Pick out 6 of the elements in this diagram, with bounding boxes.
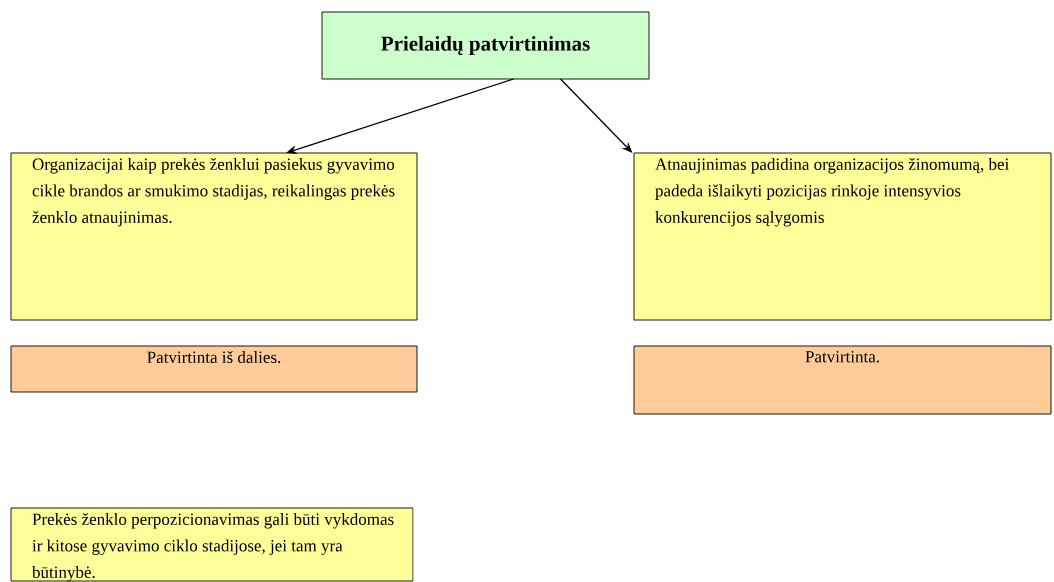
title-box: Prielaidų patvirtinimas xyxy=(321,11,650,80)
text-box: Organizacijai kaip prekės ženklui pasiekus gyvavimo cikle brandos ar smukimo stadijas, reikalingas prekės ženklo atnaujinimas. xyxy=(10,152,418,321)
result-box: Patvirtinta iš dalies. xyxy=(10,345,418,393)
text-box: Prekės ženklo perpozicionavimas gali būti vykdomas ir kitose gyvavimo ciklo stadijose, jei tam yra būtinybė. xyxy=(10,507,414,582)
result-box: Patvirtinta. xyxy=(633,345,1052,415)
text-box: Atnaujinimas padidina organizacijos žinomumą, bei padeda išlaikyti pozicijas rinkoje intensyvios konkurencijos sąlygomis xyxy=(633,152,1052,321)
